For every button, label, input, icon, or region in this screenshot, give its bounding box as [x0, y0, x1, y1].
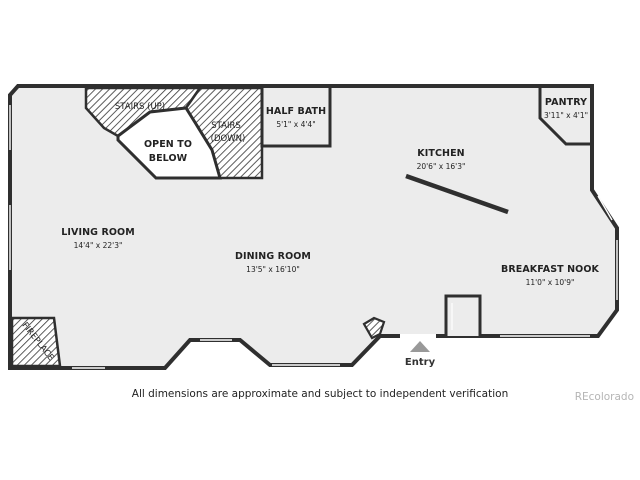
- half-bath-walls: [260, 88, 332, 148]
- breakfast-nook-dims: 11'0" x 10'9": [526, 278, 575, 287]
- half-bath-dims: 5'1" x 4'4": [276, 120, 315, 129]
- fireplace: [10, 316, 62, 368]
- open-to-below-label-1: OPEN TO: [144, 139, 192, 150]
- kitchen-name: KITCHEN: [417, 148, 464, 159]
- entry-label: Entry: [405, 357, 436, 368]
- stairs-down-label-1: STAIRS: [211, 121, 241, 131]
- living-room-dims: 14'4" x 22'3": [74, 241, 123, 250]
- living-room-name: LIVING ROOM: [61, 227, 135, 238]
- breakfast-nook-name: BREAKFAST NOOK: [501, 264, 600, 275]
- entry-arrow-icon: [410, 341, 430, 352]
- disclaimer-text: All dimensions are approximate and subje…: [131, 388, 509, 400]
- closet-walls: [444, 294, 482, 336]
- dining-room-dims: 13'5" x 16'10": [246, 265, 300, 274]
- kitchen-dims: 20'6" x 16'3": [417, 162, 466, 171]
- watermark-text: REcolorado: [574, 391, 634, 403]
- pantry-walls: [538, 88, 592, 146]
- stairs-up-label: STAIRS (UP): [115, 102, 165, 112]
- kitchen-island: [405, 173, 509, 215]
- corner-column: [362, 316, 386, 340]
- pantry-dims: 3'11" x 4'1": [544, 111, 588, 120]
- open-to-below-label-2: BELOW: [149, 153, 188, 164]
- stairs-down-label-2: (DOWN): [211, 134, 246, 144]
- pantry-name: PANTRY: [545, 97, 587, 108]
- dining-room-name: DINING ROOM: [235, 251, 311, 262]
- open-to-below: [116, 106, 222, 180]
- half-bath-name: HALF BATH: [266, 106, 326, 117]
